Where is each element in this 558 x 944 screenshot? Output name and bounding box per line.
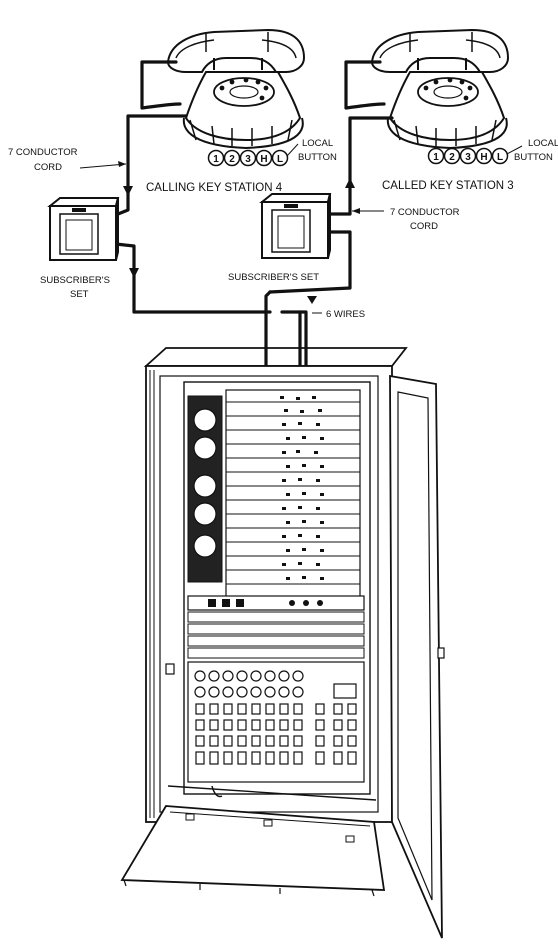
key-button-3-right[interactable]: 3 — [465, 152, 471, 163]
key-button-1-left[interactable]: 1 — [213, 154, 219, 165]
calling-key-buttons: 1 2 3 H L — [207, 143, 299, 167]
key-button-l-right[interactable]: L — [497, 152, 503, 163]
label-conductor-cord-right-2: CORD — [410, 221, 438, 232]
key-button-2-right[interactable]: 2 — [449, 152, 455, 163]
label-local-button-right-2: BUTTON — [514, 152, 553, 163]
label-six-wires: 6 WIRES — [326, 309, 365, 320]
label-conductor-cord-right: 7 CONDUCTOR — [390, 207, 460, 218]
label-subscriber-set-right: SUBSCRIBER'S SET — [228, 272, 319, 283]
key-button-2-left[interactable]: 2 — [229, 154, 235, 165]
label-local-button-left: LOCAL — [302, 138, 333, 149]
called-key-buttons: 1 2 3 H L — [427, 145, 523, 165]
label-calling-station: CALLING KEY STATION 4 — [146, 182, 283, 194]
label-conductor-cord-left: 7 CONDUCTOR — [8, 147, 78, 158]
key-button-h-left[interactable]: H — [260, 154, 267, 165]
label-called-station: CALLED KEY STATION 3 — [382, 180, 514, 192]
key-button-l-left[interactable]: L — [277, 154, 283, 165]
equipment-cabinet — [143, 347, 408, 823]
cabinet-door[interactable] — [389, 374, 445, 939]
key-button-h-right[interactable]: H — [480, 152, 487, 163]
label-subscriber-set-left: SUBSCRIBER'S — [40, 275, 110, 286]
label-local-button-left-2: BUTTON — [298, 152, 337, 163]
key-button-1-right[interactable]: 1 — [433, 152, 439, 163]
subscriber-set-left — [47, 197, 120, 261]
label-conductor-cord-left-2: CORD — [34, 162, 62, 173]
subscriber-set-right — [259, 193, 332, 259]
label-local-button-right: LOCAL — [528, 138, 558, 149]
key-button-3-left[interactable]: 3 — [245, 154, 251, 165]
calling-telephone — [166, 28, 306, 150]
called-telephone — [370, 28, 510, 150]
label-subscriber-set-left-2: SET — [70, 289, 89, 300]
front-cover-panel[interactable] — [120, 805, 386, 897]
